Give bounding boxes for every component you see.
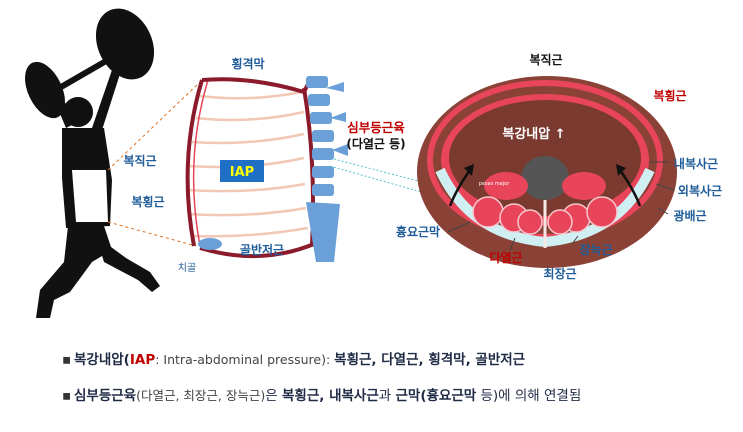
label-internal-oblique: 내복사근 bbox=[674, 156, 718, 171]
label-iap-arrow: 복강내압 ↑ bbox=[502, 126, 565, 142]
label-longissimus: 최장근 bbox=[543, 266, 576, 281]
label-external-oblique: 외복사근 bbox=[678, 183, 722, 198]
trunk-side-view bbox=[187, 76, 348, 262]
note-line-2: ▪심부등근육(다열근, 최장근, 장늑근)은 복횡근, 내복사근과 근막(흉요근… bbox=[62, 386, 732, 406]
label-iap: IAP bbox=[230, 165, 254, 180]
label-multifidus: 다열근 bbox=[489, 250, 522, 265]
notes: ▪복강내압(IAP: Intra-abdominal pressure): 복횡… bbox=[62, 350, 732, 422]
label-transversus-right: 복횡근 bbox=[653, 88, 686, 103]
note-line-1: ▪복강내압(IAP: Intra-abdominal pressure): 복횡… bbox=[62, 350, 732, 370]
label-thoracolumbar-fascia: 흉요근막 bbox=[396, 224, 440, 239]
label-rectus-left: 복직근 bbox=[123, 153, 156, 168]
label-pelvic-floor: 골반저근 bbox=[240, 242, 284, 257]
trunk-cross-section bbox=[417, 76, 677, 268]
label-rectus-right: 복직근 bbox=[529, 52, 562, 67]
label-transversus-left: 복횡근 bbox=[131, 194, 164, 209]
bullet-icon: ▪ bbox=[62, 386, 74, 406]
label-diaphragm: 횡격막 bbox=[231, 56, 264, 71]
label-iliocostalis: 장늑근 bbox=[579, 243, 612, 257]
label-deep-back-muscle-sub: (다열근 등) bbox=[346, 136, 405, 151]
label-deep-back-muscle: 심부등근육 bbox=[347, 120, 405, 135]
label-psoas: psoas major bbox=[479, 181, 510, 187]
label-pubis: 치골 bbox=[178, 262, 196, 274]
label-latissimus: 광배근 bbox=[673, 208, 706, 223]
bullet-icon: ▪ bbox=[62, 350, 74, 370]
